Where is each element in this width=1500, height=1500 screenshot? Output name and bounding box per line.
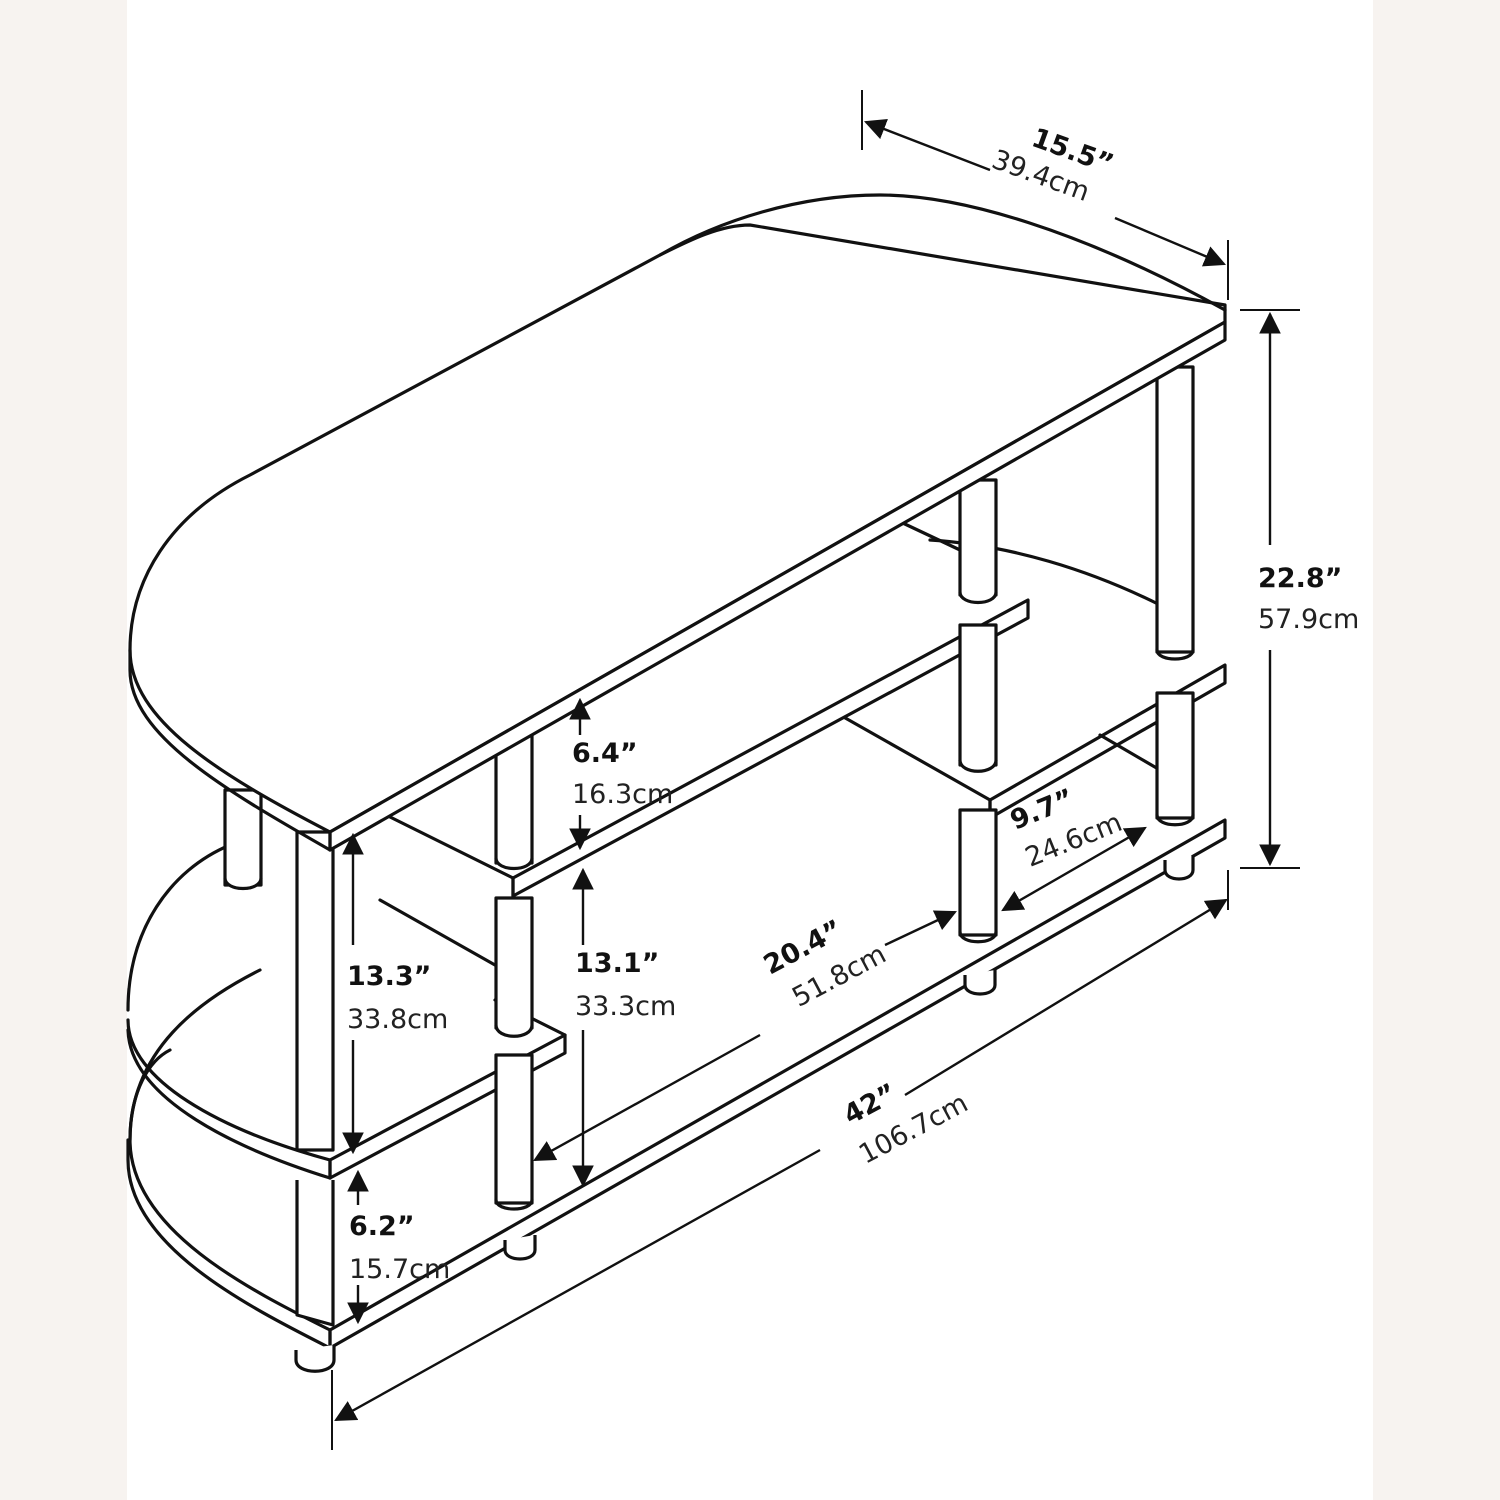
top-gap-metric: 16.3cm: [572, 779, 673, 810]
shelf-back-curve: [128, 968, 262, 1142]
dimension-lines: [331, 90, 1300, 1450]
label-left-height: 13.3” 33.8cm: [347, 961, 448, 1035]
bottom-gap-metric: 15.7cm: [349, 1254, 450, 1285]
height-imperial: 22.8”: [1258, 563, 1342, 594]
label-width: 42” 106.7cm: [839, 1078, 973, 1171]
bottom-shelf: [126, 818, 1227, 1373]
bottom-gap-imperial: 6.2”: [349, 1211, 415, 1242]
center-shelf: [378, 515, 1030, 967]
left-height-metric: 33.8cm: [347, 1004, 448, 1035]
top-gap-imperial: 6.4”: [572, 738, 638, 769]
label-top-gap: 6.4” 16.3cm: [572, 738, 673, 810]
center-height-imperial: 13.1”: [575, 948, 659, 979]
label-bottom-gap: 6.2” 15.7cm: [349, 1211, 450, 1285]
posts: [223, 365, 1195, 1327]
label-center-height: 13.1” 33.3cm: [575, 948, 676, 1022]
label-center-width: 20.4” 51.8cm: [759, 914, 892, 1013]
top-surface: [128, 193, 1227, 852]
center-height-metric: 33.3cm: [575, 991, 676, 1022]
label-height: 22.8” 57.9cm: [1258, 563, 1359, 635]
left-height-imperial: 13.3”: [347, 961, 431, 992]
label-depth: 15.5” 39.4cm: [988, 122, 1118, 207]
height-metric: 57.9cm: [1258, 604, 1359, 635]
